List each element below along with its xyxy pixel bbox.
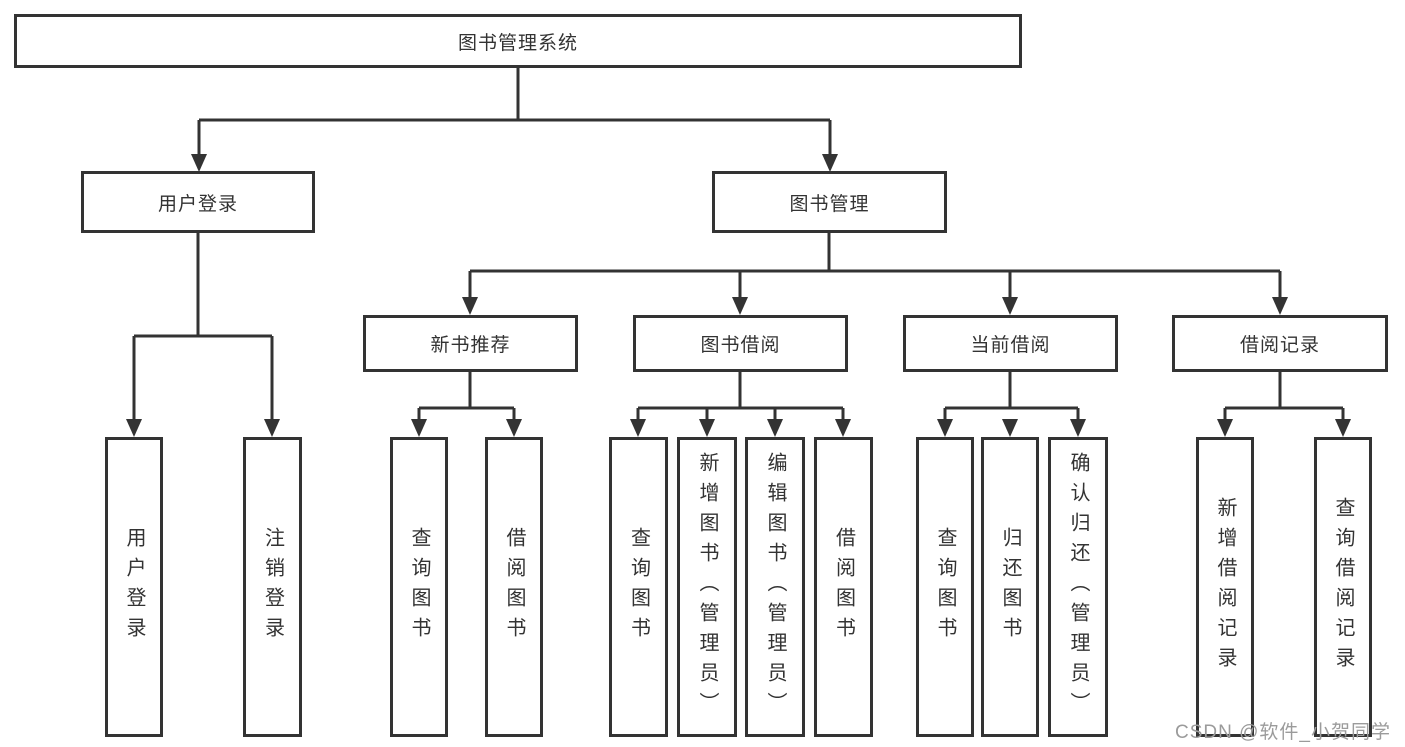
node-root-system: 图书管理系统 bbox=[14, 14, 1022, 68]
node-borrowing-records-label: 借阅记录 bbox=[1239, 335, 1320, 356]
leaf-borrowing-borrow-books-label: 借阅图书 bbox=[832, 527, 855, 647]
node-book-management: 图书管理 bbox=[712, 171, 947, 233]
leaf-add-book-admin-label: 新增图书（管理员） bbox=[696, 452, 718, 722]
leaf-current-query-books-label: 查询图书 bbox=[934, 527, 956, 647]
leaf-query-borrow-record-label: 查询借阅记录 bbox=[1332, 497, 1354, 677]
leaf-borrowing-borrow-books: 借阅图书 bbox=[814, 437, 873, 737]
node-new-book-recommend-label: 新书推荐 bbox=[430, 335, 511, 356]
leaf-edit-book-admin-label: 编辑图书（管理员） bbox=[764, 452, 786, 722]
node-current-borrowing-label: 当前借阅 bbox=[970, 335, 1051, 356]
leaf-user-login: 用户登录 bbox=[105, 437, 163, 737]
csdn-watermark: CSDN @软件_小贺同学 bbox=[1175, 722, 1391, 743]
arrowheads bbox=[126, 154, 1351, 437]
node-root-system-label: 图书管理系统 bbox=[457, 32, 578, 54]
node-book-borrowing: 图书借阅 bbox=[633, 315, 848, 372]
node-new-book-recommend: 新书推荐 bbox=[363, 315, 578, 372]
leaf-return-books: 归还图书 bbox=[981, 437, 1039, 737]
leaf-confirm-return-admin-label: 确认归还（管理员） bbox=[1067, 452, 1089, 722]
leaf-return-books-label: 归还图书 bbox=[999, 527, 1021, 647]
leaf-add-borrow-record: 新增借阅记录 bbox=[1196, 437, 1254, 737]
leaf-logout-label: 注销登录 bbox=[261, 527, 284, 647]
leaf-recommend-query-books: 查询图书 bbox=[390, 437, 448, 737]
leaf-logout: 注销登录 bbox=[243, 437, 302, 737]
leaf-add-borrow-record-label: 新增借阅记录 bbox=[1214, 497, 1236, 677]
leaf-recommend-query-books-label: 查询图书 bbox=[408, 527, 430, 647]
node-current-borrowing: 当前借阅 bbox=[903, 315, 1118, 372]
node-book-borrowing-label: 图书借阅 bbox=[700, 335, 781, 356]
leaf-recommend-borrow-books-label: 借阅图书 bbox=[503, 527, 525, 647]
leaf-recommend-borrow-books: 借阅图书 bbox=[485, 437, 543, 737]
leaf-edit-book-admin: 编辑图书（管理员） bbox=[745, 437, 805, 737]
leaf-query-borrow-record: 查询借阅记录 bbox=[1314, 437, 1372, 737]
leaf-borrowing-query-books: 查询图书 bbox=[609, 437, 668, 737]
leaf-confirm-return-admin: 确认归还（管理员） bbox=[1048, 437, 1108, 737]
leaf-user-login-label: 用户登录 bbox=[123, 527, 145, 647]
node-user-login: 用户登录 bbox=[81, 171, 315, 233]
leaf-current-query-books: 查询图书 bbox=[916, 437, 974, 737]
node-book-management-label: 图书管理 bbox=[789, 193, 870, 215]
leaf-add-book-admin: 新增图书（管理员） bbox=[677, 437, 737, 737]
node-user-login-label: 用户登录 bbox=[157, 193, 238, 215]
leaf-borrowing-query-books-label: 查询图书 bbox=[627, 527, 650, 647]
node-borrowing-records: 借阅记录 bbox=[1172, 315, 1388, 372]
